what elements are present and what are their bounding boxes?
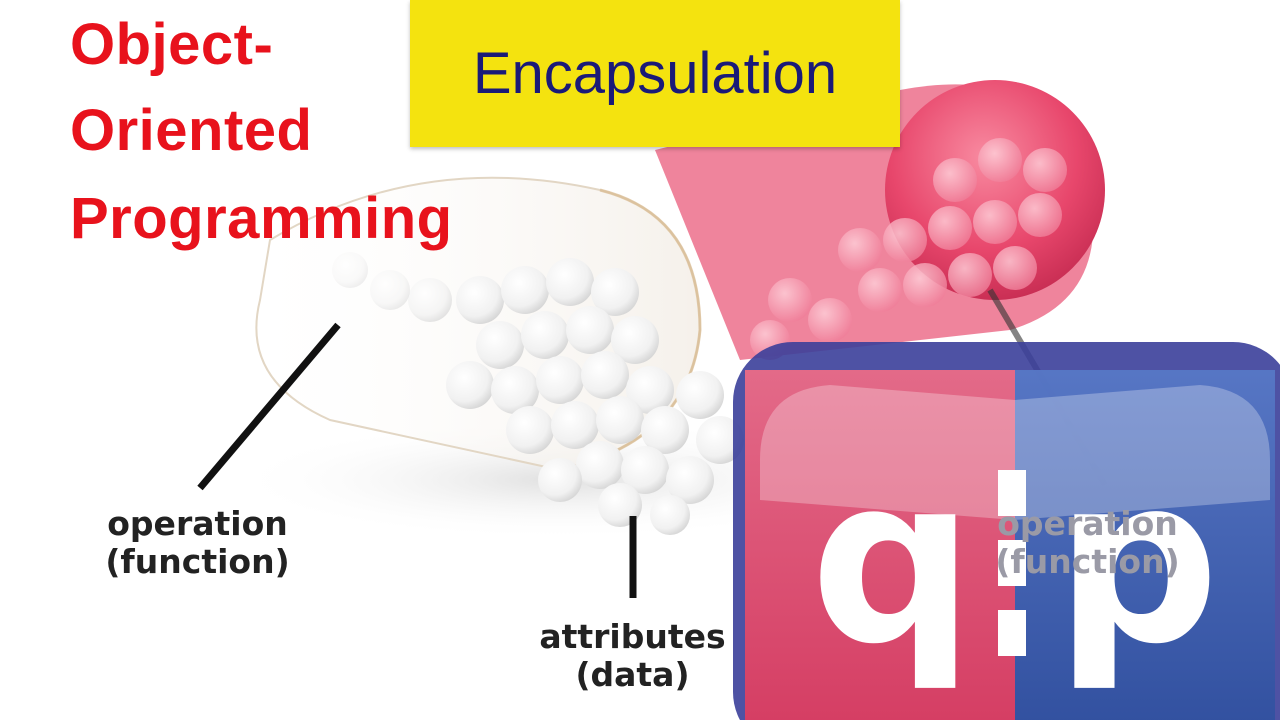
operation-label-left-line1: operation	[107, 504, 288, 543]
qp-book-logo: q p	[733, 342, 1280, 720]
attributes-label-line1: attributes	[539, 617, 726, 656]
title-line-3: Programming	[70, 186, 453, 251]
pointer-line-left	[197, 322, 341, 491]
operation-label-right-line1: operation	[997, 504, 1178, 543]
title-line-2: Oriented	[70, 98, 313, 163]
operation-label-left-line2: (function)	[105, 542, 290, 581]
operation-label-right: operation (function)	[985, 505, 1190, 581]
encapsulation-banner: Encapsulation	[410, 0, 900, 147]
svg-text:q: q	[810, 428, 975, 695]
operation-label-left: operation (function)	[95, 505, 300, 581]
title-line-1: Object-	[70, 12, 274, 77]
banner-text: Encapsulation	[472, 41, 838, 106]
svg-text:p: p	[1055, 428, 1220, 695]
operation-label-right-line2: (function)	[995, 542, 1180, 581]
attributes-label-line2: (data)	[575, 655, 690, 694]
attributes-label: attributes (data)	[530, 618, 735, 694]
